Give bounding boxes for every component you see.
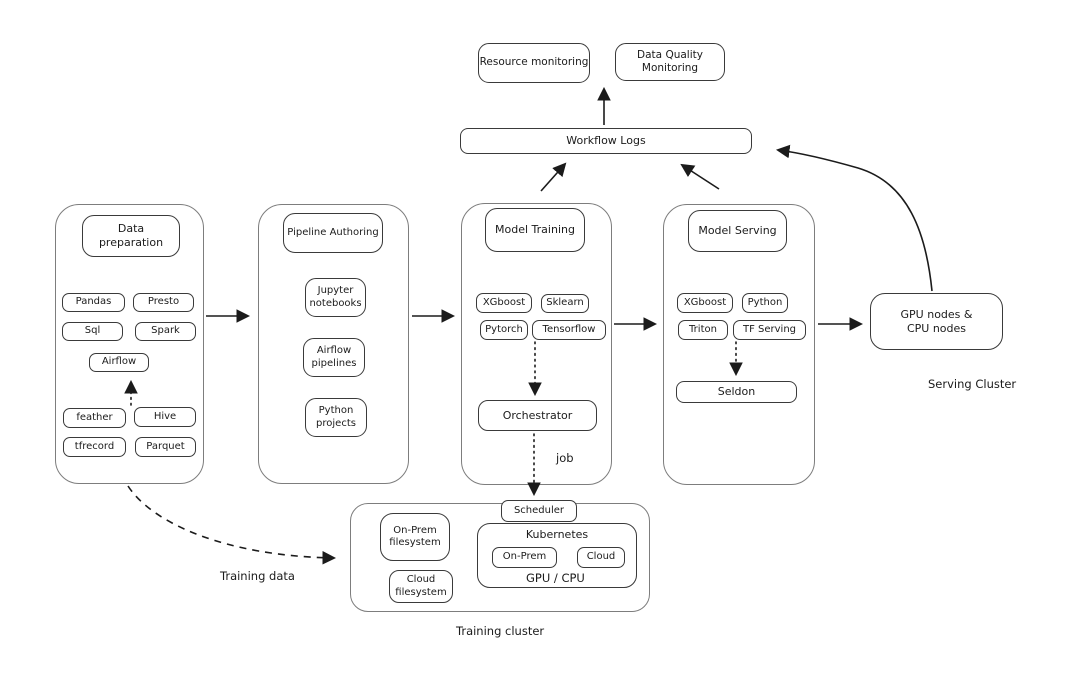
chip-tensorflow: Tensorflow <box>532 320 606 340</box>
chip-feather-label: feather <box>76 411 113 423</box>
model-training-title-box: Model Training <box>485 208 585 252</box>
python-projects-label: Python projects <box>316 405 356 429</box>
gpu-cpu-nodes-box: GPU nodes & CPU nodes <box>870 293 1003 350</box>
cloud-filesystem-box: Cloud filesystem <box>389 570 453 603</box>
jupyter-notebooks-label: Jupyter notebooks <box>309 285 362 309</box>
chip-pandas: Pandas <box>62 293 125 312</box>
cloud-filesystem-label: Cloud filesystem <box>395 574 447 598</box>
chip-presto-label: Presto <box>147 296 180 308</box>
pipeline-authoring-container <box>258 204 409 484</box>
onprem-filesystem-box: On-Prem filesystem <box>380 513 450 561</box>
chip-pytorch: Pytorch <box>480 320 528 340</box>
gpu-cpu-nodes-label: GPU nodes & CPU nodes <box>900 307 973 335</box>
orchestrator-box: Orchestrator <box>478 400 597 431</box>
chip-xgboost-training-label: XGboost <box>482 296 526 308</box>
chip-tf-serving: TF Serving <box>733 320 806 340</box>
data-preparation-title-box: Data preparation <box>82 215 180 257</box>
chip-tensorflow-label: Tensorflow <box>542 323 596 335</box>
chip-tfrecord-label: tfrecord <box>74 440 115 452</box>
chip-xgboost-serving-label: XGboost <box>683 296 727 308</box>
gpu-cpu-label: GPU / CPU <box>526 571 585 585</box>
chip-tfrecord: tfrecord <box>63 437 126 457</box>
airflow-pipelines-box: Airflow pipelines <box>303 338 365 377</box>
model-serving-container <box>663 204 815 485</box>
model-serving-title-box: Model Serving <box>688 210 787 252</box>
chip-k8s-onprem: On-Prem <box>492 547 557 568</box>
airflow-pipelines-label: Airflow pipelines <box>311 345 357 369</box>
chip-sklearn-label: Sklearn <box>546 297 584 309</box>
chip-spark: Spark <box>135 322 196 341</box>
training-cluster-container <box>350 503 650 612</box>
chip-k8s-cloud-label: Cloud <box>586 551 616 563</box>
model-serving-title: Model Serving <box>698 224 777 238</box>
serving-cluster-caption: Serving Cluster <box>928 377 1017 391</box>
job-label: job <box>556 451 574 465</box>
kubernetes-label: Kubernetes <box>525 528 589 541</box>
jupyter-notebooks-box: Jupyter notebooks <box>305 278 366 317</box>
chip-python: Python <box>742 293 788 313</box>
chip-pandas-label: Pandas <box>75 296 112 308</box>
arrow-training-data <box>127 485 337 565</box>
model-training-title: Model Training <box>495 223 575 237</box>
chip-triton-label: Triton <box>689 323 717 335</box>
chip-presto: Presto <box>133 293 194 312</box>
data-preparation-title: Data preparation <box>98 222 164 249</box>
pipeline-authoring-title: Pipeline Authoring <box>287 226 379 238</box>
resource-monitoring-label: Resource monitoring <box>479 56 589 69</box>
arrow-training-to-logs <box>540 162 567 192</box>
orchestrator-label: Orchestrator <box>502 408 573 422</box>
chip-xgboost-training: XGboost <box>476 293 532 313</box>
workflow-logs-box: Workflow Logs <box>460 128 752 154</box>
training-data-label: Training data <box>220 569 295 583</box>
arrow-serving-to-logs <box>680 163 720 190</box>
chip-sklearn: Sklearn <box>541 294 589 313</box>
chip-triton: Triton <box>678 320 728 340</box>
training-cluster-caption: Training cluster <box>456 624 545 638</box>
chip-k8s-cloud: Cloud <box>577 547 625 568</box>
chip-hive-label: Hive <box>153 410 177 422</box>
chip-hive: Hive <box>134 407 196 427</box>
scheduler-box: Scheduler <box>501 500 577 522</box>
chip-airflow-label: Airflow <box>101 356 137 368</box>
seldon-label: Seldon <box>717 385 756 399</box>
chip-sql: Sql <box>62 322 123 341</box>
chip-tf-serving-label: TF Serving <box>742 323 797 335</box>
python-projects-box: Python projects <box>305 398 367 437</box>
pipeline-authoring-title-box: Pipeline Authoring <box>283 213 383 253</box>
chip-k8s-onprem-label: On-Prem <box>502 551 547 563</box>
chip-sql-label: Sql <box>84 325 101 337</box>
data-quality-monitoring-label: Data Quality Monitoring <box>637 48 703 74</box>
resource-monitoring-box: Resource monitoring <box>478 43 590 83</box>
chip-pytorch-label: Pytorch <box>485 323 523 335</box>
seldon-box: Seldon <box>676 381 797 403</box>
chip-feather: feather <box>63 408 126 428</box>
chip-parquet: Parquet <box>135 437 196 457</box>
chip-spark-label: Spark <box>151 325 180 337</box>
data-preparation-container <box>55 204 204 484</box>
chip-airflow: Airflow <box>89 353 149 372</box>
chip-python-label: Python <box>747 296 783 308</box>
scheduler-label: Scheduler <box>513 504 565 516</box>
chip-parquet-label: Parquet <box>146 440 185 452</box>
chip-xgboost-serving: XGboost <box>677 293 733 313</box>
workflow-logs-label: Workflow Logs <box>566 134 646 148</box>
onprem-filesystem-label: On-Prem filesystem <box>389 524 441 549</box>
data-quality-monitoring-box: Data Quality Monitoring <box>615 43 725 81</box>
